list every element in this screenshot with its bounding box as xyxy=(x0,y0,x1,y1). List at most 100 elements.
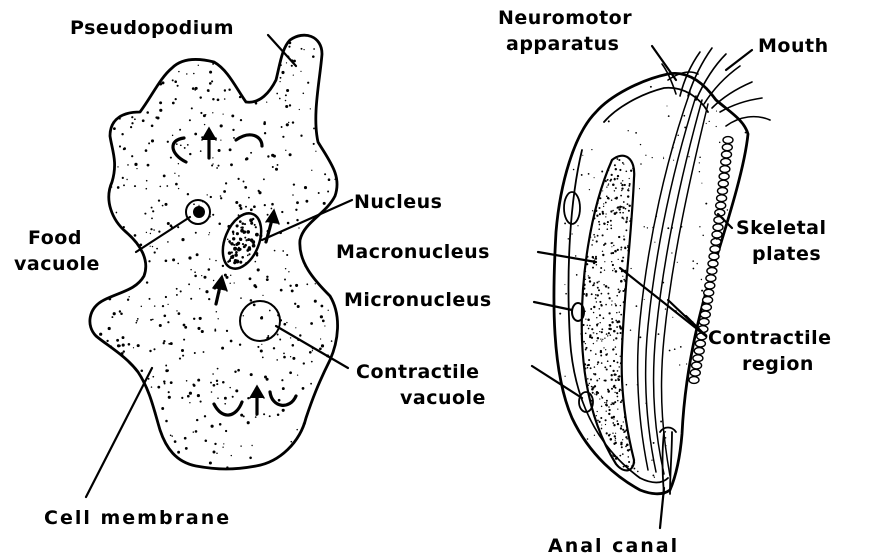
granule-dot xyxy=(240,297,242,299)
granule-dot xyxy=(203,351,205,353)
granule-dot xyxy=(286,123,289,126)
granule-dot xyxy=(207,194,208,195)
granule-dot xyxy=(134,185,136,187)
chromatin-dot xyxy=(229,242,231,244)
granule-dot xyxy=(633,191,634,192)
granule-dot xyxy=(614,178,616,180)
granule-dot xyxy=(307,82,309,84)
granule-dot xyxy=(123,184,125,186)
granule-dot xyxy=(615,379,617,381)
granule-dot xyxy=(612,433,613,434)
granule-dot xyxy=(580,333,582,335)
granule-dot xyxy=(324,325,325,326)
granule-dot xyxy=(629,183,631,185)
granule-dot xyxy=(200,401,202,403)
granule-dot xyxy=(621,184,623,186)
granule-dot xyxy=(225,430,227,432)
granule-dot xyxy=(596,240,598,242)
granule-dot xyxy=(256,254,258,256)
granule-dot xyxy=(131,155,133,157)
granule-dot xyxy=(282,250,284,252)
granule-dot xyxy=(591,388,594,391)
granule-dot xyxy=(588,384,590,386)
granule-dot xyxy=(588,173,590,175)
granule-dot xyxy=(654,242,655,243)
granule-dot xyxy=(585,343,586,344)
granule-dot xyxy=(692,260,694,262)
granule-dot xyxy=(209,82,212,85)
granule-dot xyxy=(253,284,256,287)
chromatin-dot xyxy=(247,255,249,257)
granule-dot xyxy=(163,342,165,344)
granule-dot xyxy=(595,256,597,258)
label-macronucleus: Macronucleus xyxy=(336,241,490,263)
granule-dot xyxy=(613,418,614,419)
granule-dot xyxy=(247,421,250,424)
granule-dot xyxy=(133,347,134,348)
granule-dot xyxy=(151,139,154,142)
granule-dot xyxy=(663,158,664,159)
granule-dot xyxy=(163,314,166,317)
granule-dot xyxy=(217,397,219,399)
granule-dot xyxy=(149,350,151,352)
granule-dot xyxy=(600,338,601,339)
granule-dot xyxy=(594,373,596,375)
granule-dot xyxy=(310,108,311,109)
granule-dot xyxy=(618,159,620,161)
granule-dot xyxy=(246,157,249,160)
granule-dot xyxy=(588,364,590,366)
granule-dot xyxy=(131,116,133,118)
granule-dot xyxy=(599,331,600,332)
granule-dot xyxy=(164,203,167,206)
granule-dot xyxy=(170,381,173,384)
granule-dot xyxy=(603,284,605,286)
granule-dot xyxy=(170,435,172,437)
granule-dot xyxy=(587,438,589,440)
granule-dot xyxy=(279,98,281,100)
granule-dot xyxy=(193,318,195,320)
granule-dot xyxy=(582,155,583,156)
chromatin-dot xyxy=(241,226,243,228)
granule-dot xyxy=(303,362,305,364)
skeletal-plate xyxy=(717,195,727,202)
granule-dot xyxy=(297,374,298,375)
granule-dot xyxy=(121,352,124,355)
skeletal-plate xyxy=(713,224,723,231)
granule-dot xyxy=(198,65,199,66)
skeletal-plate xyxy=(710,246,720,253)
granule-dot xyxy=(244,223,246,225)
granule-dot xyxy=(226,466,228,468)
granule-dot xyxy=(119,118,121,120)
granule-dot xyxy=(688,156,689,157)
granule-dot xyxy=(328,310,329,311)
granule-dot xyxy=(592,392,594,394)
granule-dot xyxy=(622,212,624,214)
granule-dot xyxy=(183,324,186,327)
granule-dot xyxy=(328,295,329,296)
granule-dot xyxy=(123,226,125,228)
granule-dot xyxy=(663,282,664,283)
granule-dot xyxy=(255,261,257,263)
granule-dot xyxy=(651,460,652,461)
granule-dot xyxy=(146,232,147,233)
granule-dot xyxy=(225,276,228,279)
skeletal-plate xyxy=(706,275,716,282)
granule-dot xyxy=(613,385,615,387)
granule-dot xyxy=(611,200,612,201)
granule-dot xyxy=(623,466,625,468)
granule-dot xyxy=(620,182,622,184)
granule-dot xyxy=(215,260,216,261)
granule-dot xyxy=(591,337,593,339)
granule-dot xyxy=(217,368,219,370)
granule-dot xyxy=(285,268,286,269)
granule-dot xyxy=(565,293,567,295)
granule-dot xyxy=(185,447,188,450)
granule-dot xyxy=(210,382,212,384)
granule-dot xyxy=(597,287,599,289)
granule-dot xyxy=(321,344,324,347)
granule-dot xyxy=(117,344,120,347)
granule-dot xyxy=(175,98,177,100)
granule-dot xyxy=(607,185,608,186)
granule-dot xyxy=(603,317,605,319)
granule-dot xyxy=(289,371,292,374)
